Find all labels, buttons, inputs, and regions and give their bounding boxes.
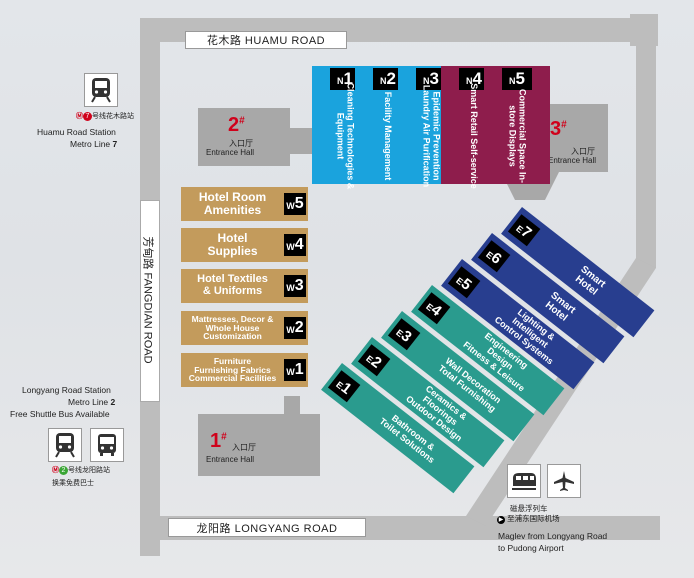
hall-1[interactable]: [198, 414, 320, 476]
maglev-cn1: 磁悬浮列车: [510, 504, 548, 513]
maglev-cn2: ▶ 至浦东国际机场: [497, 514, 560, 524]
hall-2-number: 2#: [228, 114, 245, 136]
longyang-station-cn2: 换乘免费巴士: [52, 480, 94, 487]
longyang-station-en3: Free Shuttle Bus Available: [10, 409, 110, 419]
maglev-box: [507, 464, 541, 498]
airport-box: [547, 464, 581, 498]
hall-2-en: Entrance Hall: [206, 148, 255, 157]
longyang-station-en1: Longyang Road Station: [22, 385, 111, 395]
maglev-en2: to Pudong Airport: [498, 543, 564, 553]
pavilion-n4-label: Smart Retail Self-service: [469, 83, 480, 189]
maglev-train-icon: [512, 473, 536, 490]
hall-3-number: 3#: [550, 118, 567, 140]
pavilion-w3-label: Hotel Textiles& Uniforms: [197, 273, 268, 297]
hall-1-en: Entrance Hall: [206, 455, 255, 464]
hall-1-cn: 入口厅: [232, 443, 256, 452]
hall-1-connector: [284, 396, 300, 416]
longyang-bus-box: [90, 428, 124, 462]
hall-2-connector: [290, 128, 312, 154]
huamu-line-badge: 7: [83, 112, 92, 121]
hall-2-cn: 入口厅: [229, 139, 253, 148]
east-road-vertical: [636, 18, 656, 268]
pavilion-n3-label: Epidemic Prevention Laundry Air Purifica…: [421, 84, 442, 188]
longyang-metro-box: [48, 428, 82, 462]
pavilion-n5-label: Commercial Space In-store Displays: [507, 88, 528, 184]
hall-2[interactable]: [198, 108, 290, 166]
metro-logo-icon: Ⓜ: [76, 113, 83, 120]
huamu-station-en2: Metro Line 7: [70, 139, 118, 149]
hall-3-en: Entrance Hall: [548, 156, 597, 165]
bus-icon: [98, 434, 116, 456]
hall-1-number: 1#: [210, 430, 227, 452]
pavilion-n1-label: Cleaning Technologies & Equipment: [335, 82, 356, 190]
longyang-road-label: 龙阳路 LONGYANG ROAD: [168, 518, 366, 537]
longyang-line-badge: 2: [59, 466, 68, 475]
left-road-separator: [140, 200, 160, 402]
longyang-station-en2: Metro Line 2: [68, 397, 116, 407]
airplane-icon: [554, 471, 574, 491]
metro-train-icon: [55, 433, 75, 458]
huamu-station-metro-box: [84, 73, 118, 107]
pavilion-n2-label: Facility Management: [383, 91, 394, 181]
hall-3-cn: 入口厅: [571, 147, 595, 156]
huamu-road-label: 花木路 HUAMU ROAD: [185, 31, 347, 49]
arrow-right-icon: ▶: [497, 516, 505, 524]
metro-logo-icon: Ⓜ: [52, 467, 59, 474]
metro-train-icon: [91, 78, 111, 103]
maglev-en1: Maglev from Longyang Road: [498, 531, 608, 541]
huamu-station-en1: Huamu Road Station: [37, 127, 116, 137]
